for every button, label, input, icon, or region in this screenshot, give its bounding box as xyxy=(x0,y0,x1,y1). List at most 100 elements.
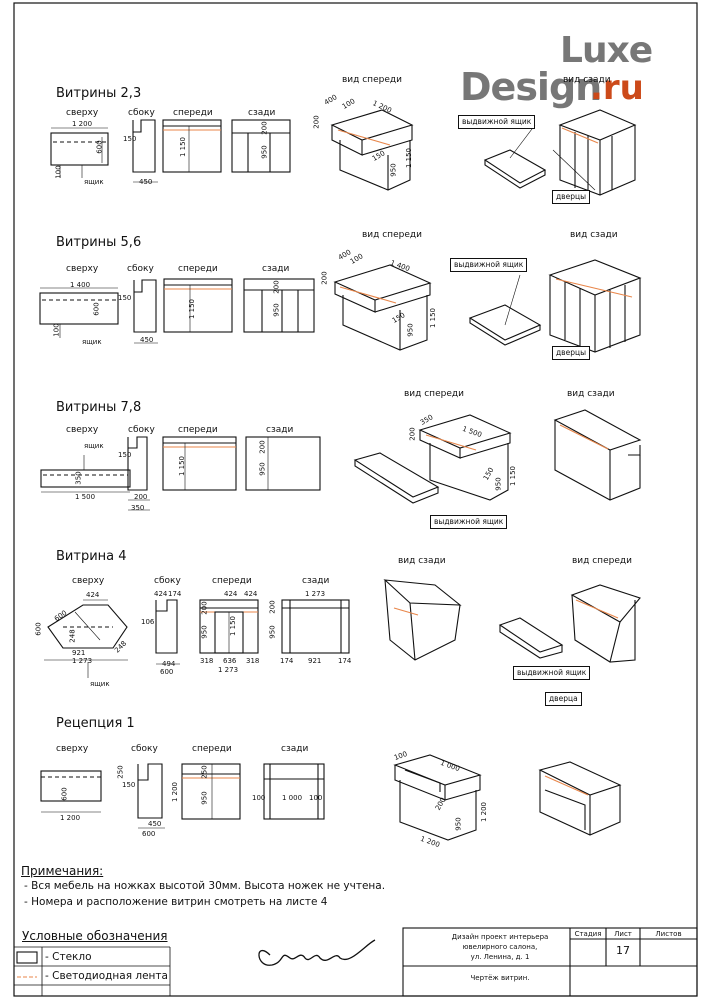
s4-dim-f318a: 318 xyxy=(200,657,214,665)
s78-dim-200: 200 xyxy=(134,493,148,501)
s4-dim-bh200: 200 xyxy=(268,600,277,614)
s56-v-back: вид сзади xyxy=(570,230,618,240)
s4-dim-h1150: 1 150 xyxy=(229,615,238,637)
r1-top-view xyxy=(40,770,102,813)
logo-line2: Design xyxy=(460,65,602,109)
s56-dim-w: 1 400 xyxy=(70,281,91,289)
r1-dim-b1000: 1 000 xyxy=(282,794,303,802)
s23-back-label: сзади xyxy=(248,108,276,118)
s78-back-view xyxy=(245,436,321,491)
s4-back-label: сзади xyxy=(302,576,330,586)
s4-drawer-callout: выдвижной ящик xyxy=(513,666,591,680)
s56-front-label: спереди xyxy=(178,264,218,274)
r1-back-view xyxy=(263,763,325,820)
r1-dim-w: 1 200 xyxy=(60,814,81,822)
s78-iso-front xyxy=(353,414,512,504)
s78-dim-1150: 1 150 xyxy=(178,455,187,477)
s4-front-label: спереди xyxy=(212,576,252,586)
s56-v-front: вид спереди xyxy=(362,230,422,240)
s4-dim-494: 494 xyxy=(162,660,176,668)
s78-i950: 950 xyxy=(494,477,503,491)
s56-dim-100: 100 xyxy=(52,323,61,337)
s23-i1150: 1 150 xyxy=(405,147,414,169)
s4-dim-bh950: 950 xyxy=(268,625,277,639)
s23-side-label: сбоку xyxy=(128,108,155,118)
s4-dim-h950: 950 xyxy=(200,625,209,639)
s56-i950: 950 xyxy=(406,323,415,337)
s78-dim-350b: 350 xyxy=(131,504,145,512)
s23-dim-1150: 1 150 xyxy=(179,136,188,158)
note-1: - Вся мебель на ножках высотой 30мм. Выс… xyxy=(24,880,386,892)
s78-dim-w: 1 500 xyxy=(75,493,96,501)
logo: Luxe Design .ru xyxy=(460,30,690,120)
s56-top-view xyxy=(39,287,119,338)
s78-iso-back xyxy=(553,409,642,501)
s78-dim-950: 950 xyxy=(258,462,267,476)
s56-iso-back xyxy=(468,259,642,353)
s78-v-back: вид сзади xyxy=(567,389,615,399)
tb-project-2: ювелирного салона, xyxy=(462,943,538,951)
s23-dim-950: 950 xyxy=(260,145,269,159)
s4-dim-600s: 600 xyxy=(160,668,174,676)
tb-sheet: 17 xyxy=(616,944,630,957)
r1-dim-600b: 600 xyxy=(142,830,156,838)
s4-v-back: вид сзади xyxy=(398,556,446,566)
tb-sheet-title: Чертёж витрин. xyxy=(470,974,530,982)
s56-dim-950: 950 xyxy=(272,303,281,317)
s4-dim-b174b: 174 xyxy=(338,657,352,665)
s23-dim-600: 600 xyxy=(95,140,104,154)
tb-project-1: Дизайн проект интерьера xyxy=(451,933,549,941)
s23-v-front: вид спереди xyxy=(342,75,402,85)
s23-iso-front xyxy=(330,109,414,191)
legend-led: - Светодиодная лента xyxy=(45,970,168,982)
signature xyxy=(258,939,376,966)
s23-doors-callout: дверцы xyxy=(552,190,591,204)
s56-doors-callout: дверцы xyxy=(552,346,591,360)
r1-title: Рецепция 1 xyxy=(56,716,135,731)
s4-dim-t248: 248 xyxy=(68,629,77,643)
s78-top-label: сверху xyxy=(66,425,99,435)
s56-dim-1150: 1 150 xyxy=(188,298,197,320)
s4-dim-1273: 1 273 xyxy=(72,657,93,665)
s23-front-label: спереди xyxy=(173,108,213,118)
s78-side-view xyxy=(127,436,150,511)
s78-drawer-callout: выдвижной ящик xyxy=(430,515,508,529)
notes-heading: Примечания: xyxy=(21,864,104,878)
legend-heading: Условные обозначения xyxy=(22,929,168,943)
s56-i200: 200 xyxy=(320,271,329,285)
title-block-lines xyxy=(402,927,698,997)
s4-dim-h200: 200 xyxy=(200,601,209,615)
s4-front-view xyxy=(199,599,259,654)
r1-dim-150: 150 xyxy=(122,781,136,789)
r1-front-view xyxy=(181,763,241,820)
r1-iso-back xyxy=(538,761,622,836)
tb-project-3: ул. Ленина, д. 1 xyxy=(470,953,530,961)
s4-dim-921: 921 xyxy=(72,649,86,657)
s56-dim-600: 600 xyxy=(92,302,101,316)
logo-line1: Luxe xyxy=(560,30,653,71)
s4-dim-106: 106 xyxy=(141,618,155,626)
s4-dim-600: 600 xyxy=(34,622,43,636)
s23-side-view xyxy=(132,119,158,183)
s4-dim-174: 174 xyxy=(168,590,182,598)
s23-drawer-callout: выдвижной ящик xyxy=(458,115,536,129)
s4-dim-b921: 921 xyxy=(308,657,322,665)
s4-top-view xyxy=(44,599,128,678)
r1-i1200h: 1 200 xyxy=(480,801,489,823)
r1-dim-b100a: 100 xyxy=(252,794,266,802)
r1-dim-1200: 1 200 xyxy=(171,781,180,803)
s4-door-callout: дверца xyxy=(545,692,582,706)
tb-stage-h: Стадия xyxy=(574,930,602,938)
s78-dim-200b: 200 xyxy=(258,440,267,454)
s56-title: Витрины 5,6 xyxy=(56,235,142,250)
s23-dim-450: 450 xyxy=(139,178,153,186)
s78-title: Витрины 7,8 xyxy=(56,400,142,415)
s56-dim-200: 200 xyxy=(272,280,281,294)
s4-back-view xyxy=(281,599,350,654)
s23-title: Витрины 2,3 xyxy=(56,86,142,101)
r1-dim-250: 250 xyxy=(116,765,125,779)
r1-dim-f250: 250 xyxy=(200,765,209,779)
s78-back-label: сзади xyxy=(266,425,294,435)
s56-back-label: сзади xyxy=(262,264,290,274)
r1-side-label: сбоку xyxy=(131,744,158,754)
